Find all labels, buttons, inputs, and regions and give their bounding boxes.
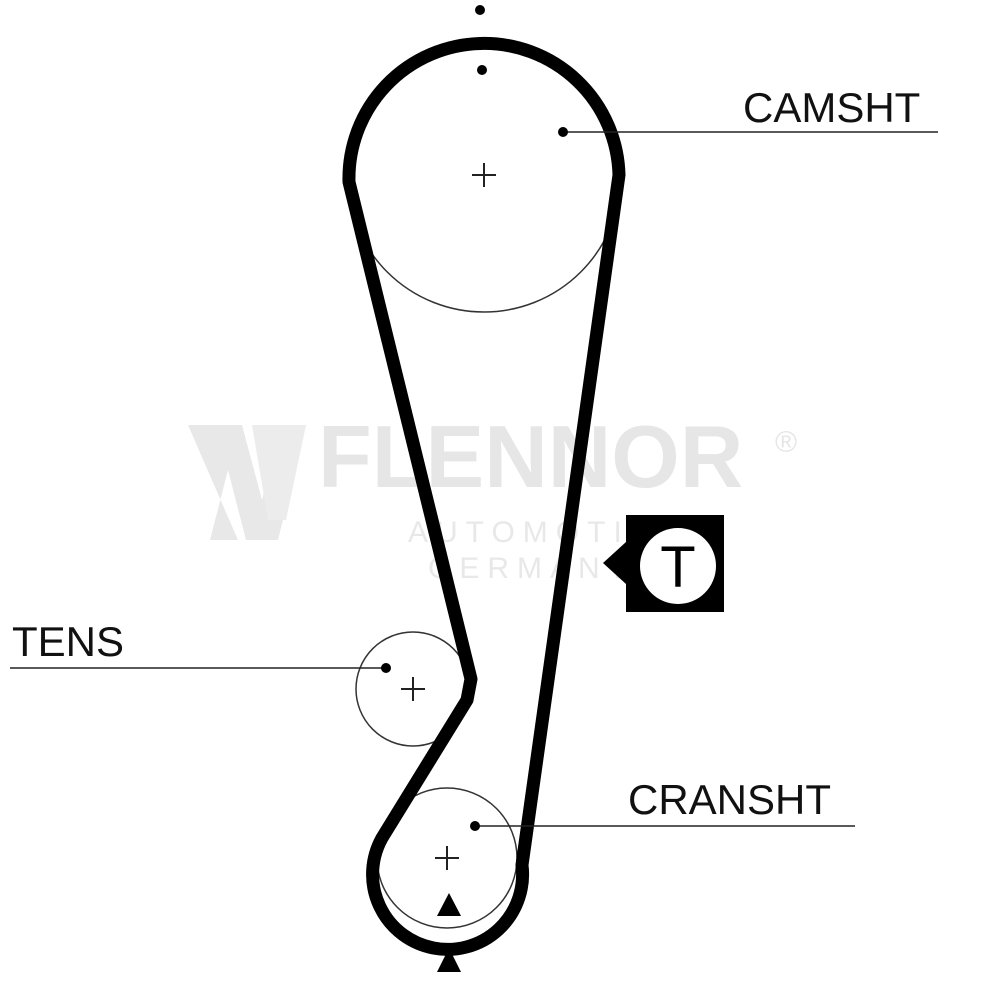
tensioner-center-mark: [401, 677, 425, 701]
camshaft-timing-mark-outer: [475, 5, 485, 15]
camshaft-label: CAMSHT: [743, 84, 920, 131]
tensioner-leader: [10, 663, 391, 673]
tensioner-badge-circle: [640, 528, 716, 604]
watermark-line2: GERMANY: [428, 552, 636, 585]
watermark-registered-mark: ®: [775, 426, 797, 459]
camshaft-center-mark: [472, 163, 496, 187]
camshaft-timing-mark-inner: [477, 65, 487, 75]
tensioner-badge-letter: T: [660, 535, 695, 600]
crankshaft-timing-arrow-inner: [437, 893, 461, 916]
crankshaft-leader: [470, 821, 855, 831]
tensioner-badge: T: [603, 515, 724, 612]
crankshaft-label: CRANSHT: [628, 776, 831, 823]
timing-belt: [342, 37, 626, 956]
tensioner-label: TENS: [12, 618, 124, 665]
crankshaft-timing-arrow-outer: [437, 948, 461, 972]
crankshaft-center-mark: [435, 846, 459, 870]
watermark-brand: FLENNOR: [318, 407, 743, 506]
watermark-logo-mark-right: [252, 425, 306, 520]
camshaft-leader: [558, 127, 938, 137]
